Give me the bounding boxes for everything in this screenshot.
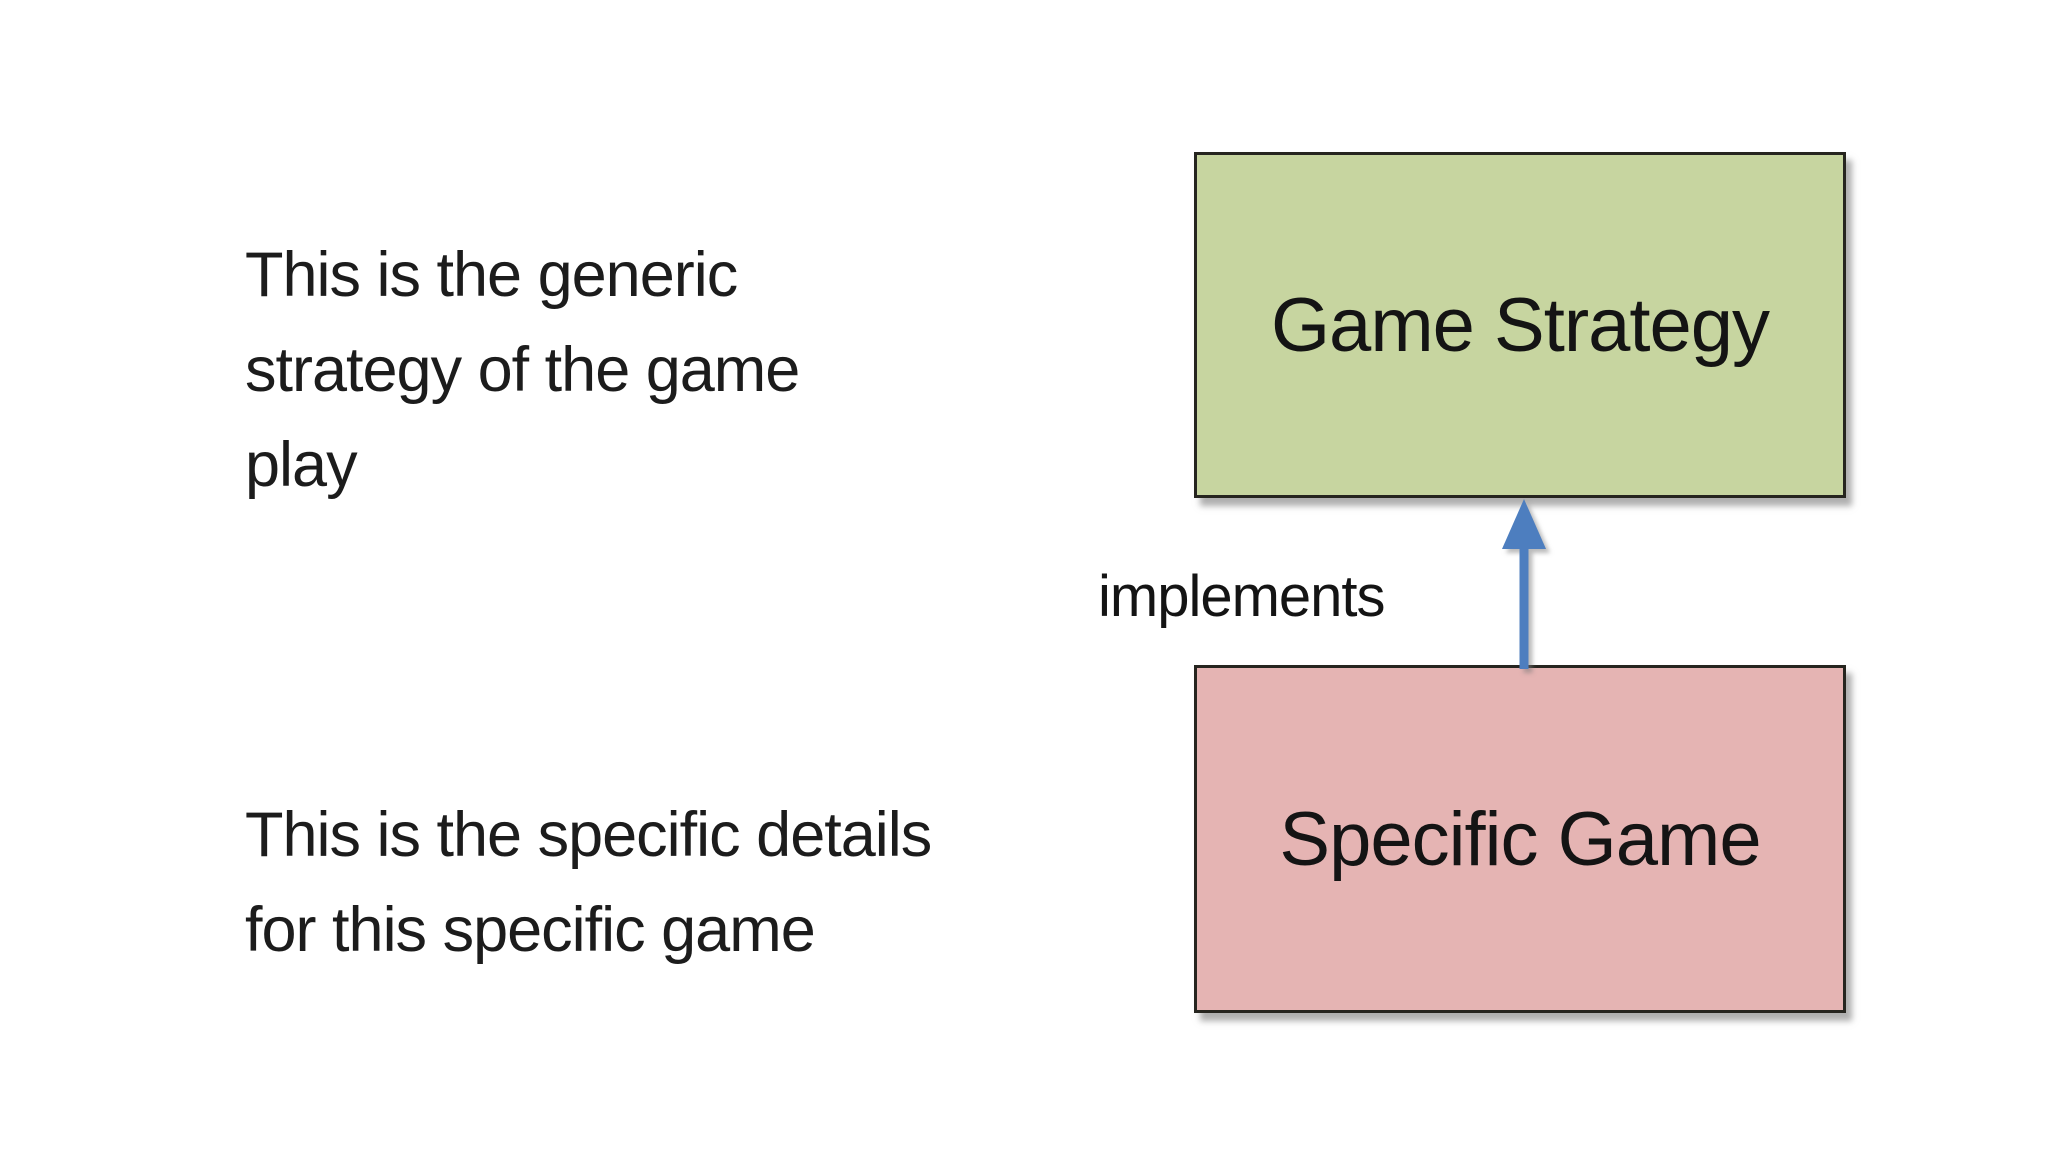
node-specific-game: Specific Game: [1194, 665, 1846, 1013]
node-game-strategy: Game Strategy: [1194, 152, 1846, 498]
note-line: strategy of the game: [245, 335, 800, 405]
note-line: play: [245, 430, 358, 500]
note-line: This is the specific details: [245, 800, 932, 870]
note-line: This is the generic: [245, 240, 738, 310]
note-specific-game: This is the specific details for this sp…: [245, 788, 932, 978]
edge-implements-label: implements: [1098, 564, 1386, 629]
note-line: for this specific game: [245, 895, 816, 965]
arrow-head: [1502, 499, 1546, 549]
arrow-shaft: [1519, 543, 1529, 669]
note-generic-strategy: This is the generic strategy of the game…: [245, 228, 800, 513]
implements-arrow-icon: [1502, 499, 1546, 669]
node-game-strategy-label: Game Strategy: [1270, 282, 1770, 368]
node-specific-game-label: Specific Game: [1279, 796, 1761, 882]
